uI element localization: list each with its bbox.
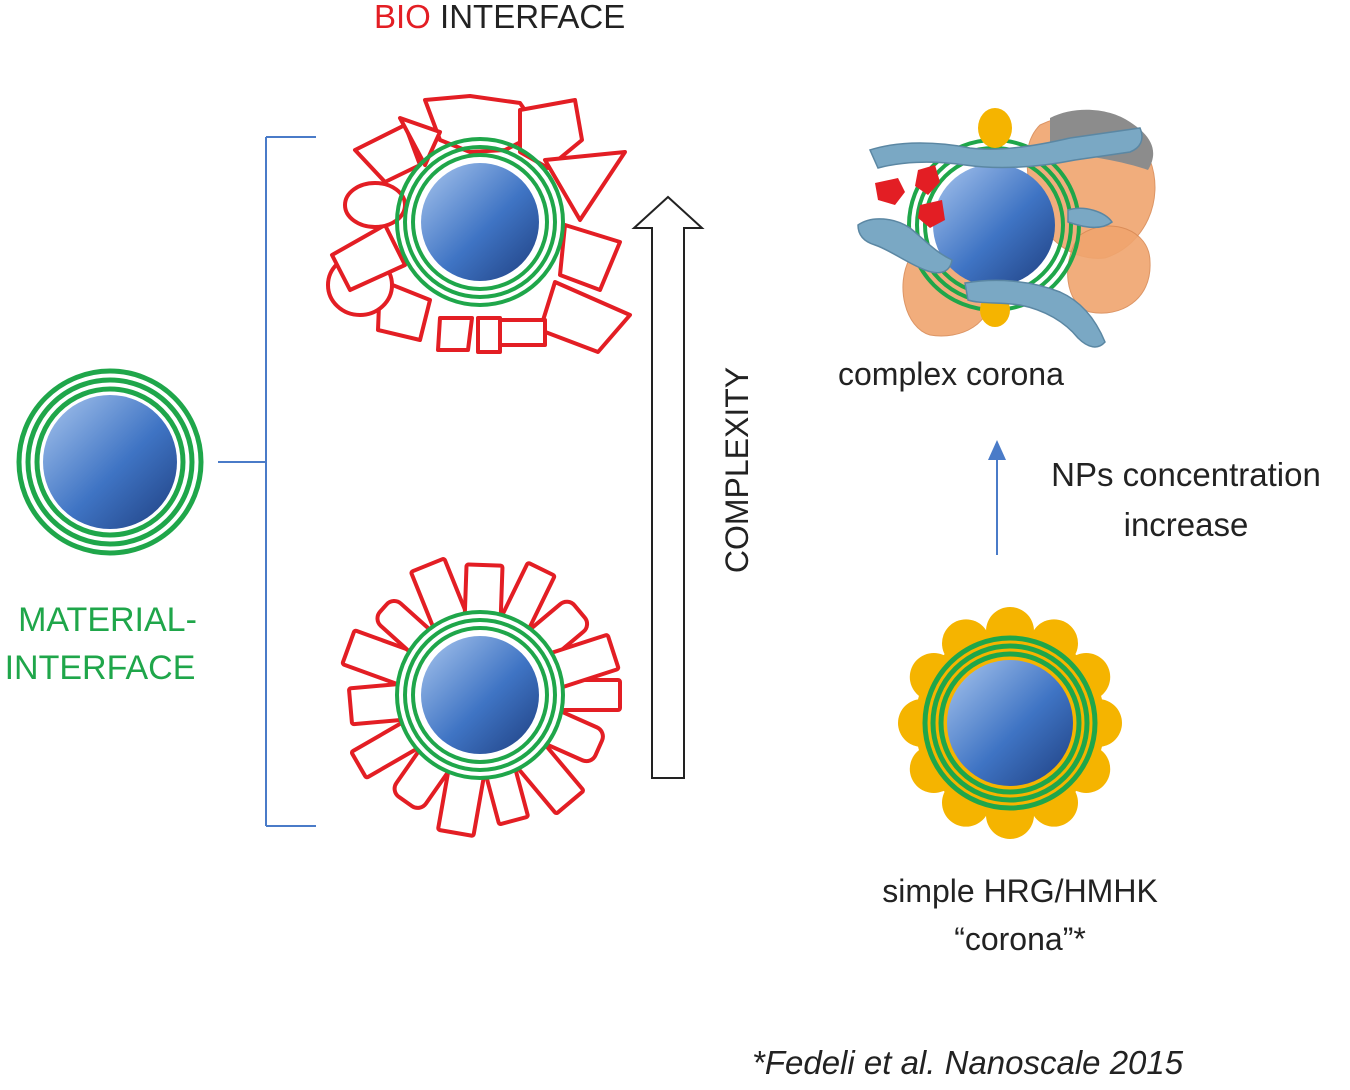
protein-blob	[915, 165, 940, 195]
complex-corona-label: complex corona	[838, 356, 1064, 392]
fibrous-protein	[857, 218, 953, 274]
protein-blob	[875, 178, 905, 205]
material-ring-outer	[16, 368, 204, 556]
concentration-arrow-head	[988, 440, 1006, 460]
red-proteins	[875, 165, 945, 228]
material-ring-middle	[403, 618, 557, 772]
material-ring-outer	[922, 635, 1098, 811]
nanoparticle-core	[933, 164, 1055, 286]
material-ring-inner	[411, 153, 549, 291]
fibrous-protein	[964, 279, 1106, 348]
blue-fibrous-proteins	[857, 127, 1143, 348]
bio-interface-title: BIO INTERFACE	[374, 0, 625, 37]
protein-shape	[330, 223, 407, 292]
connector-bracket	[218, 136, 316, 827]
protein-shape	[398, 116, 442, 167]
material-ring-middle	[930, 643, 1090, 803]
complexity-arrow	[631, 195, 705, 779]
simple-corona-particle	[898, 607, 1122, 839]
nanoparticle-core	[421, 636, 539, 754]
concentration-arrow	[988, 440, 1006, 555]
material-ring-middle	[403, 145, 557, 299]
hrg-protein	[978, 108, 1012, 148]
fibrous-protein	[1067, 207, 1114, 228]
nps-concentration-label-line2: increase	[1123, 506, 1249, 543]
material-ring-inner	[411, 626, 549, 764]
fibrous-protein	[868, 127, 1143, 169]
protein-blob	[1067, 225, 1151, 314]
citation: *Fedeli et al. Nanoscale 2015	[752, 1044, 1184, 1081]
material-interface-label-line1: MATERIAL-	[18, 601, 197, 639]
protein-shape	[558, 223, 622, 292]
bio-interface-particle-complex	[326, 94, 632, 354]
material-ring-inner	[938, 651, 1082, 795]
protein-shape	[518, 98, 584, 170]
simple-corona-label-line2: “corona”*	[954, 921, 1086, 957]
bio-proteins-irregular	[326, 94, 632, 354]
protein-blob	[918, 200, 945, 228]
material-ring-outer	[395, 137, 565, 307]
nanoparticle-core	[947, 660, 1073, 786]
material-interface-particle	[16, 368, 204, 556]
bio-interface-particle-simple	[340, 557, 622, 838]
nanoparticle-core	[43, 395, 177, 529]
complex-corona-particle	[857, 108, 1156, 348]
protein-shape	[476, 316, 502, 354]
simple-corona-label-line1: simple HRG/HMHK	[882, 873, 1158, 909]
complexity-label: COMPLEXITY	[718, 366, 755, 574]
protein-shape	[543, 150, 627, 222]
nanoparticle-core	[421, 163, 539, 281]
material-ring-inner	[34, 386, 186, 538]
bio-label: BIO	[374, 0, 431, 35]
material-interface-label-line2: INTERFACE	[4, 649, 196, 687]
protein-shape	[498, 318, 547, 347]
protein-shape	[538, 280, 632, 354]
protein-shape	[436, 316, 474, 352]
nps-concentration-label-line1: NPs concentration	[1051, 456, 1321, 493]
material-ring-middle	[25, 377, 195, 547]
interface-label: INTERFACE	[440, 0, 626, 35]
